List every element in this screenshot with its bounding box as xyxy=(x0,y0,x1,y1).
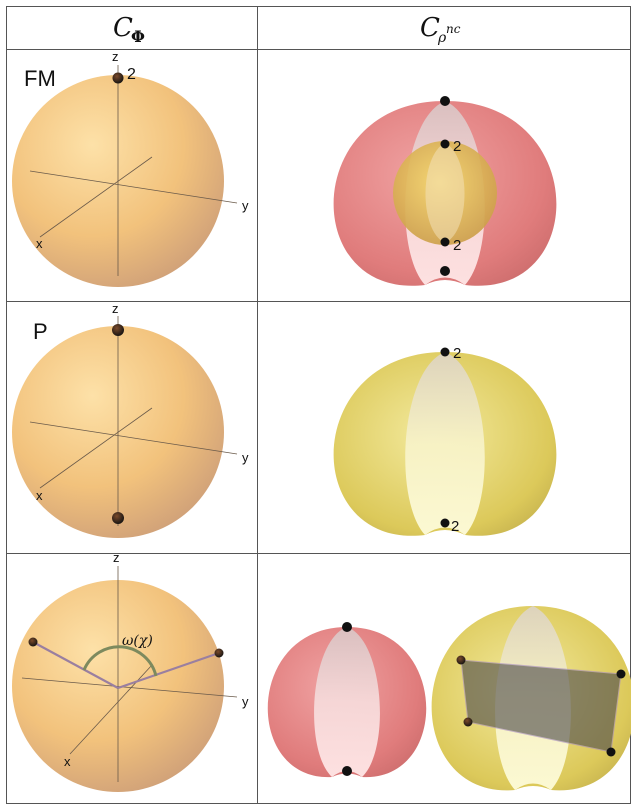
multiplicity-bottom: 2 xyxy=(453,237,461,254)
header-col1: C Φ xyxy=(113,13,145,46)
axis-y-label: y xyxy=(242,694,249,709)
axis-z-label: z xyxy=(112,49,119,64)
vector-right-tip xyxy=(214,648,224,658)
vector-left-tip xyxy=(28,637,38,647)
inner-lens xyxy=(405,352,485,535)
multiplicity-bottom: 2 xyxy=(451,518,459,535)
header-col2-main: C xyxy=(420,13,440,43)
point-inner-top xyxy=(440,139,450,149)
multiplicity-top: 2 xyxy=(453,138,461,155)
plane-corner-1 xyxy=(456,655,466,665)
row-label: P xyxy=(33,319,48,344)
plane-corner-4 xyxy=(463,717,473,727)
inner-lens xyxy=(314,627,380,777)
axis-y-label: y xyxy=(242,198,249,213)
axis-x-label: x xyxy=(64,754,71,769)
vector-left xyxy=(32,641,119,689)
vector-right xyxy=(117,651,220,690)
row-fm-right: 2 2 xyxy=(333,96,557,286)
axis-x-label: x xyxy=(36,236,43,251)
header-col1-main: C xyxy=(113,13,133,43)
axis-z-label: z xyxy=(112,301,119,316)
point-bottom xyxy=(342,766,352,776)
point-north xyxy=(112,324,124,336)
plane-corner-2 xyxy=(616,669,626,679)
row-fm-left: FM z y x 2 xyxy=(12,49,249,287)
point-top xyxy=(440,96,450,106)
row-label: FM xyxy=(24,66,56,91)
axis-z-label: z xyxy=(113,550,120,565)
axis-y-label: y xyxy=(242,450,249,465)
point-inner-bottom xyxy=(440,237,450,247)
point-north xyxy=(112,72,124,84)
plane-corner-3 xyxy=(606,747,616,757)
axes xyxy=(29,65,238,276)
inner-sphere-lens xyxy=(425,143,465,243)
angle-label: ω(χ) xyxy=(122,633,153,649)
point-top xyxy=(342,622,352,632)
row-3-left: z y x ω(χ) xyxy=(12,550,249,792)
angle-arc xyxy=(82,645,158,677)
point-bottom xyxy=(440,518,450,528)
axis-x-label: x xyxy=(36,488,43,503)
header-col2-sup: nc xyxy=(446,22,461,36)
row-p-left: P z y x xyxy=(12,301,249,538)
header-col2: C ρ nc xyxy=(420,13,461,46)
point-top xyxy=(440,347,450,357)
row-3-right-b xyxy=(431,606,631,791)
row-p-right: 2 2 xyxy=(333,345,557,536)
header-col2-sub: ρ xyxy=(437,30,447,46)
axes xyxy=(29,316,238,526)
multiplicity-label: 2 xyxy=(127,66,136,83)
point-south xyxy=(112,512,124,524)
header-col1-sub: Φ xyxy=(131,27,145,46)
point-bottom xyxy=(440,266,450,276)
row-3-right-a xyxy=(267,622,427,778)
multiplicity-top: 2 xyxy=(453,345,461,362)
